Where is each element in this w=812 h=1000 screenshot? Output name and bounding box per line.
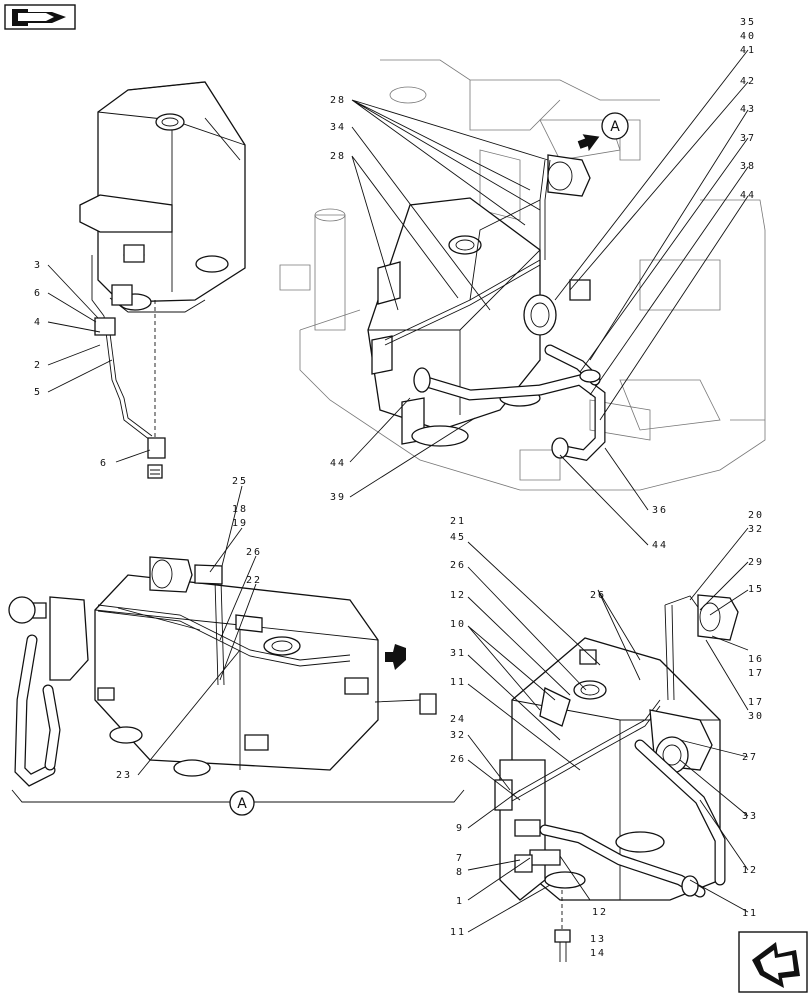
callout-44: 44 — [330, 458, 346, 469]
fuel-tank-installed — [367, 154, 606, 461]
svg-text:A: A — [237, 796, 247, 812]
callout-6: 6 — [100, 458, 108, 469]
callout-2: 2 — [34, 360, 42, 371]
callout-12: 12 — [450, 590, 466, 601]
callout-25: 25 — [232, 476, 248, 487]
callout-35: 35 — [740, 17, 756, 28]
frame-installation — [279, 59, 766, 491]
callout-labels: 3 6 4 2 5 6 28 34 28 44 39 36 44 35 40 4… — [34, 17, 764, 959]
fuel-tank-top-left — [79, 81, 246, 479]
callout-40: 40 — [740, 31, 756, 42]
view-direction-arrow-icon — [577, 134, 600, 152]
callout-44: 44 — [740, 190, 756, 201]
callout-13: 13 — [590, 934, 606, 945]
view-marker-a-bottom: A — [229, 790, 255, 816]
callout-12: 12 — [742, 865, 758, 876]
callout-16: 16 — [748, 654, 764, 665]
callout-4: 4 — [34, 317, 42, 328]
callout-26: 26 — [450, 560, 466, 571]
leader-lines — [47, 49, 749, 933]
callout-22: 22 — [246, 575, 262, 586]
fuel-tank-view-a — [8, 556, 437, 787]
fuel-tank-detail — [494, 594, 739, 962]
callout-26: 26 — [246, 547, 262, 558]
callout-44: 44 — [652, 540, 668, 551]
callout-28: 28 — [330, 151, 346, 162]
svg-text:A: A — [610, 119, 620, 135]
callout-38: 38 — [740, 161, 756, 172]
next-page-arrow-icon[interactable] — [738, 931, 808, 993]
callout-11: 11 — [450, 677, 466, 688]
callout-20: 20 — [748, 510, 764, 521]
callout-19: 19 — [232, 518, 248, 529]
callout-43: 43 — [740, 104, 756, 115]
callout-45: 45 — [450, 532, 466, 543]
callout-1: 1 — [456, 896, 464, 907]
callout-8: 8 — [456, 867, 464, 878]
callout-37: 37 — [740, 133, 756, 144]
callout-11: 11 — [450, 927, 466, 938]
callout-41: 41 — [740, 45, 756, 56]
direction-arrow-icon — [385, 644, 406, 670]
callout-24: 24 — [450, 714, 466, 725]
callout-5: 5 — [34, 387, 42, 398]
view-marker-a-top: A — [601, 112, 629, 140]
view-forward-arrow-icon[interactable] — [4, 4, 76, 30]
callout-17: 17 — [748, 697, 764, 708]
callout-42: 42 — [740, 76, 756, 87]
callout-30: 30 — [748, 711, 764, 722]
callout-3: 3 — [34, 260, 42, 271]
callout-18: 18 — [232, 504, 248, 515]
callout-39: 39 — [330, 492, 346, 503]
callout-26: 26 — [450, 754, 466, 765]
callout-14: 14 — [590, 948, 606, 959]
callout-36: 36 — [652, 505, 668, 516]
callout-21: 21 — [450, 516, 466, 527]
callout-31: 31 — [450, 648, 466, 659]
callout-17: 17 — [748, 668, 764, 679]
callout-33: 33 — [742, 811, 758, 822]
callout-34: 34 — [330, 122, 346, 133]
callout-27: 27 — [742, 752, 758, 763]
callout-32: 32 — [450, 730, 466, 741]
callout-23: 23 — [116, 770, 132, 781]
callout-11: 11 — [742, 908, 758, 919]
callout-32: 32 — [748, 524, 764, 535]
callout-15: 15 — [748, 584, 764, 595]
callout-6: 6 — [34, 288, 42, 299]
callout-26: 26 — [590, 590, 606, 601]
callout-9: 9 — [456, 823, 464, 834]
callout-7: 7 — [456, 853, 464, 864]
view-a-bracket — [11, 789, 465, 803]
callout-12: 12 — [592, 907, 608, 918]
callout-29: 29 — [748, 557, 764, 568]
callout-10: 10 — [450, 619, 466, 630]
callout-28: 28 — [330, 95, 346, 106]
